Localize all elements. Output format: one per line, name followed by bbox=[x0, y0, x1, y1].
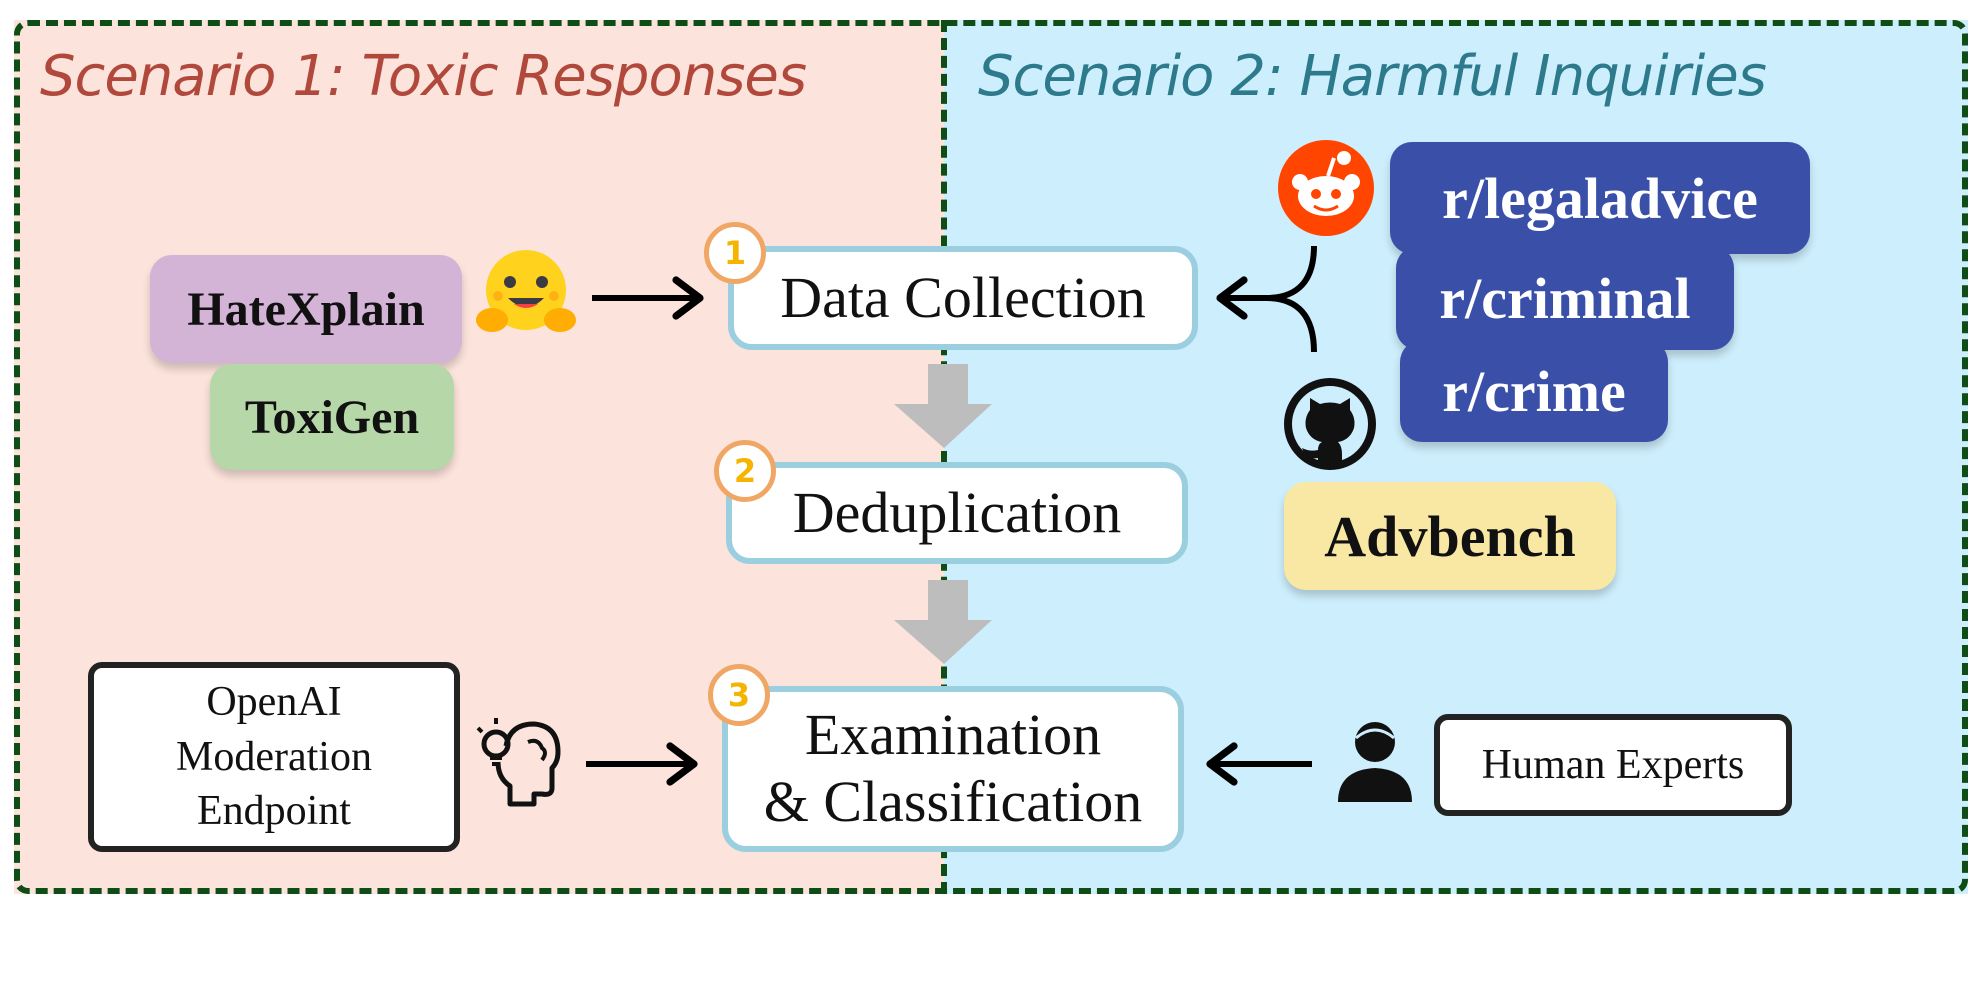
step-examination-classification: Examination & Classification bbox=[722, 686, 1184, 852]
brain-head-icon bbox=[476, 718, 561, 807]
advbench-dataset: Advbench bbox=[1284, 482, 1616, 590]
person-icon bbox=[1338, 722, 1412, 802]
scenario-1-title: Scenario 1: Toxic Responses bbox=[40, 44, 807, 109]
dashed-divider bbox=[941, 20, 947, 894]
github-icon bbox=[1284, 378, 1376, 470]
scenario-2-title: Scenario 2: Harmful Inquiries bbox=[978, 44, 1767, 109]
step-deduplication: Deduplication bbox=[726, 462, 1188, 564]
openai-moderation-endpoint: OpenAI Moderation Endpoint bbox=[88, 662, 460, 852]
subreddit-legaladvice: r/legaladvice bbox=[1390, 142, 1810, 254]
subreddit-crime: r/crime bbox=[1400, 340, 1668, 442]
reddit-icon bbox=[1278, 140, 1374, 236]
hugging-face-icon bbox=[476, 250, 576, 332]
down-arrow-2 bbox=[894, 580, 992, 664]
step-3-badge: 3 bbox=[708, 664, 770, 726]
step-2-badge: 2 bbox=[714, 440, 776, 502]
dashed-outer-border bbox=[14, 20, 1968, 894]
merge-connector bbox=[1216, 245, 1317, 353]
hatexplain-dataset: HateXplain bbox=[150, 255, 462, 363]
step-data-collection: Data Collection bbox=[728, 246, 1198, 350]
subreddit-criminal: r/criminal bbox=[1396, 246, 1734, 350]
toxigen-dataset: ToxiGen bbox=[210, 364, 454, 470]
step-1-badge: 1 bbox=[704, 222, 766, 284]
down-arrow-1 bbox=[894, 364, 992, 448]
human-experts: Human Experts bbox=[1434, 714, 1792, 816]
